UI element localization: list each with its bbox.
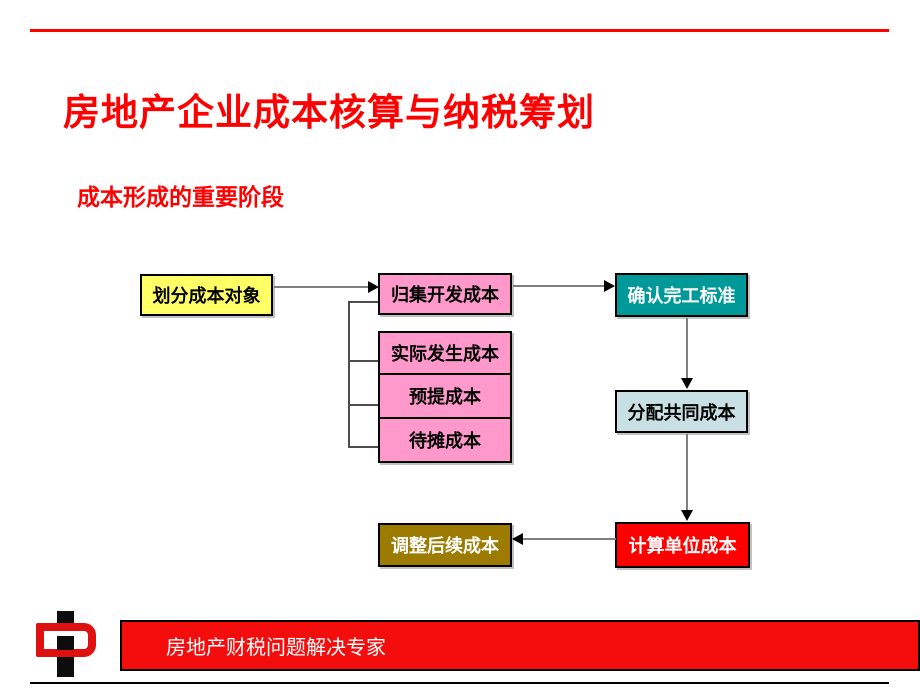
flow-node-confirm-completion-standard: 确认完工标准 [615,273,748,317]
flow-node-accrued-cost: 预提成本 [378,373,512,419]
bracket-stub-deferred [348,446,378,448]
connector-collect-to-confirm [513,285,606,287]
flow-node-collect-development-cost: 归集开发成本 [378,273,512,315]
footer-banner: 房地产财税问题解决专家 [120,620,920,671]
top-rule-line [30,29,889,32]
connector-allocate-to-unit [686,434,688,511]
bracket-vertical-line [348,301,350,448]
flow-node-adjust-subsequent-cost: 调整后续成本 [378,523,512,567]
arrowhead-down-icon [681,510,693,521]
slide-subtitle: 成本形成的重要阶段 [77,184,284,210]
flow-node-divide-cost-object: 划分成本对象 [140,274,273,316]
flow-node-actual-cost: 实际发生成本 [378,331,512,375]
connector-unit-to-adjust [523,538,616,540]
zhong-logo-icon [30,606,102,680]
connector-divide-to-collect [274,286,369,288]
flow-node-calculate-unit-cost: 计算单位成本 [615,522,750,568]
bracket-stub-collect [348,301,378,303]
arrowhead-left-icon [512,533,523,545]
flow-node-allocate-common-cost: 分配共同成本 [615,390,748,433]
footer-slogan: 房地产财税问题解决专家 [166,637,386,659]
arrowhead-down-icon [681,378,693,389]
bottom-rule-line [30,682,889,684]
bracket-stub-accrued [348,404,378,406]
bracket-stub-actual [348,360,378,362]
slide-title: 房地产企业成本核算与纳税筹划 [63,92,595,133]
flow-node-deferred-cost: 待摊成本 [378,417,512,463]
arrowhead-right-icon [604,280,615,292]
connector-confirm-to-allocate [686,318,688,379]
zhong-logo-center-tick [57,636,74,650]
flow-substack-cost-types: 实际发生成本 预提成本 待摊成本 [378,331,512,463]
arrowhead-right-icon [368,281,379,293]
